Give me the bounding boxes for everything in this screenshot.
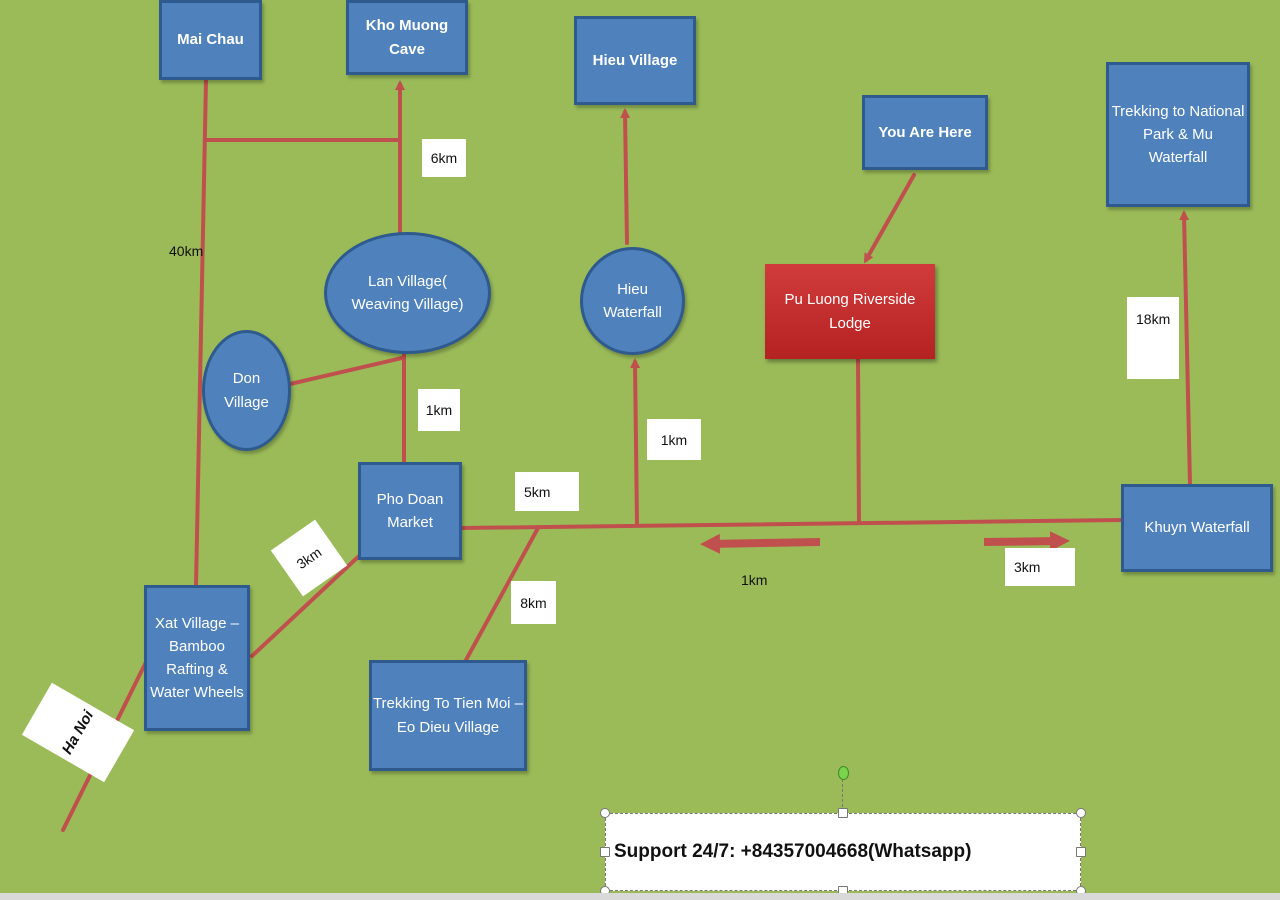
road-khuyn-national-park <box>1179 210 1192 487</box>
road-don-lan <box>288 356 404 386</box>
node-lan-village: Lan Village( Weaving Village) <box>324 232 491 354</box>
direction-arrow-left <box>700 533 821 554</box>
distance-40km: 40km <box>169 243 204 259</box>
road-main <box>460 518 1124 530</box>
node-you-are-here: You Are Here <box>862 95 988 170</box>
node-trekking-tien-moi: Trekking To Tien Moi – Eo Dieu Village <box>369 660 527 771</box>
resize-handle-top-left[interactable] <box>600 808 610 818</box>
pointer-you-are-here <box>864 173 916 264</box>
node-pu-luong-lodge: Pu Luong Riverside Lodge <box>765 264 935 359</box>
resize-handle-top-right[interactable] <box>1076 808 1086 818</box>
distance-5km: 5km <box>515 472 579 511</box>
road-lodge <box>856 358 861 525</box>
node-xat-village: Xat Village – Bamboo Rafting & Water Whe… <box>144 585 250 731</box>
direction-arrow-right <box>983 531 1070 552</box>
distance-18km: 18km <box>1127 297 1179 379</box>
node-hieu-village: Hieu Village <box>574 16 696 105</box>
road-tien-moi <box>464 526 540 662</box>
distance-1km-hieu: 1km <box>647 419 701 460</box>
resize-handle-top-center[interactable] <box>838 808 848 818</box>
road-main-hieu-waterfall <box>630 358 641 527</box>
road-pho-doan-xat <box>250 555 360 658</box>
distance-1km-road: 1km <box>741 572 768 588</box>
distance-1km-lan: 1km <box>418 389 460 431</box>
road-mai-chau <box>194 78 208 588</box>
distance-8km: 8km <box>511 581 556 624</box>
rotate-handle[interactable] <box>838 766 849 780</box>
node-mai-chau: Mai Chau <box>159 0 262 80</box>
node-khuyn-waterfall: Khuyn Waterfall <box>1121 484 1273 572</box>
node-hieu-waterfall: Hieu Waterfall <box>580 247 685 355</box>
node-trekking-national-park: Trekking to National Park & Mu Waterfall <box>1106 62 1250 207</box>
node-kho-muong-cave: Kho Muong Cave <box>346 0 468 75</box>
resize-handle-middle-left[interactable] <box>600 847 610 857</box>
bottom-edge <box>0 893 1280 900</box>
support-textbox[interactable]: Support 24/7: +84357004668(Whatsapp) <box>605 813 1081 891</box>
rotation-guide <box>842 779 843 812</box>
road-hieu-waterfall-village <box>620 108 631 245</box>
resize-handle-middle-right[interactable] <box>1076 847 1086 857</box>
node-pho-doan-market: Pho Doan Market <box>358 462 462 560</box>
node-don-village: Don Village <box>202 330 291 451</box>
distance-3km-right: 3km <box>1005 548 1075 586</box>
distance-6km: 6km <box>422 139 466 177</box>
